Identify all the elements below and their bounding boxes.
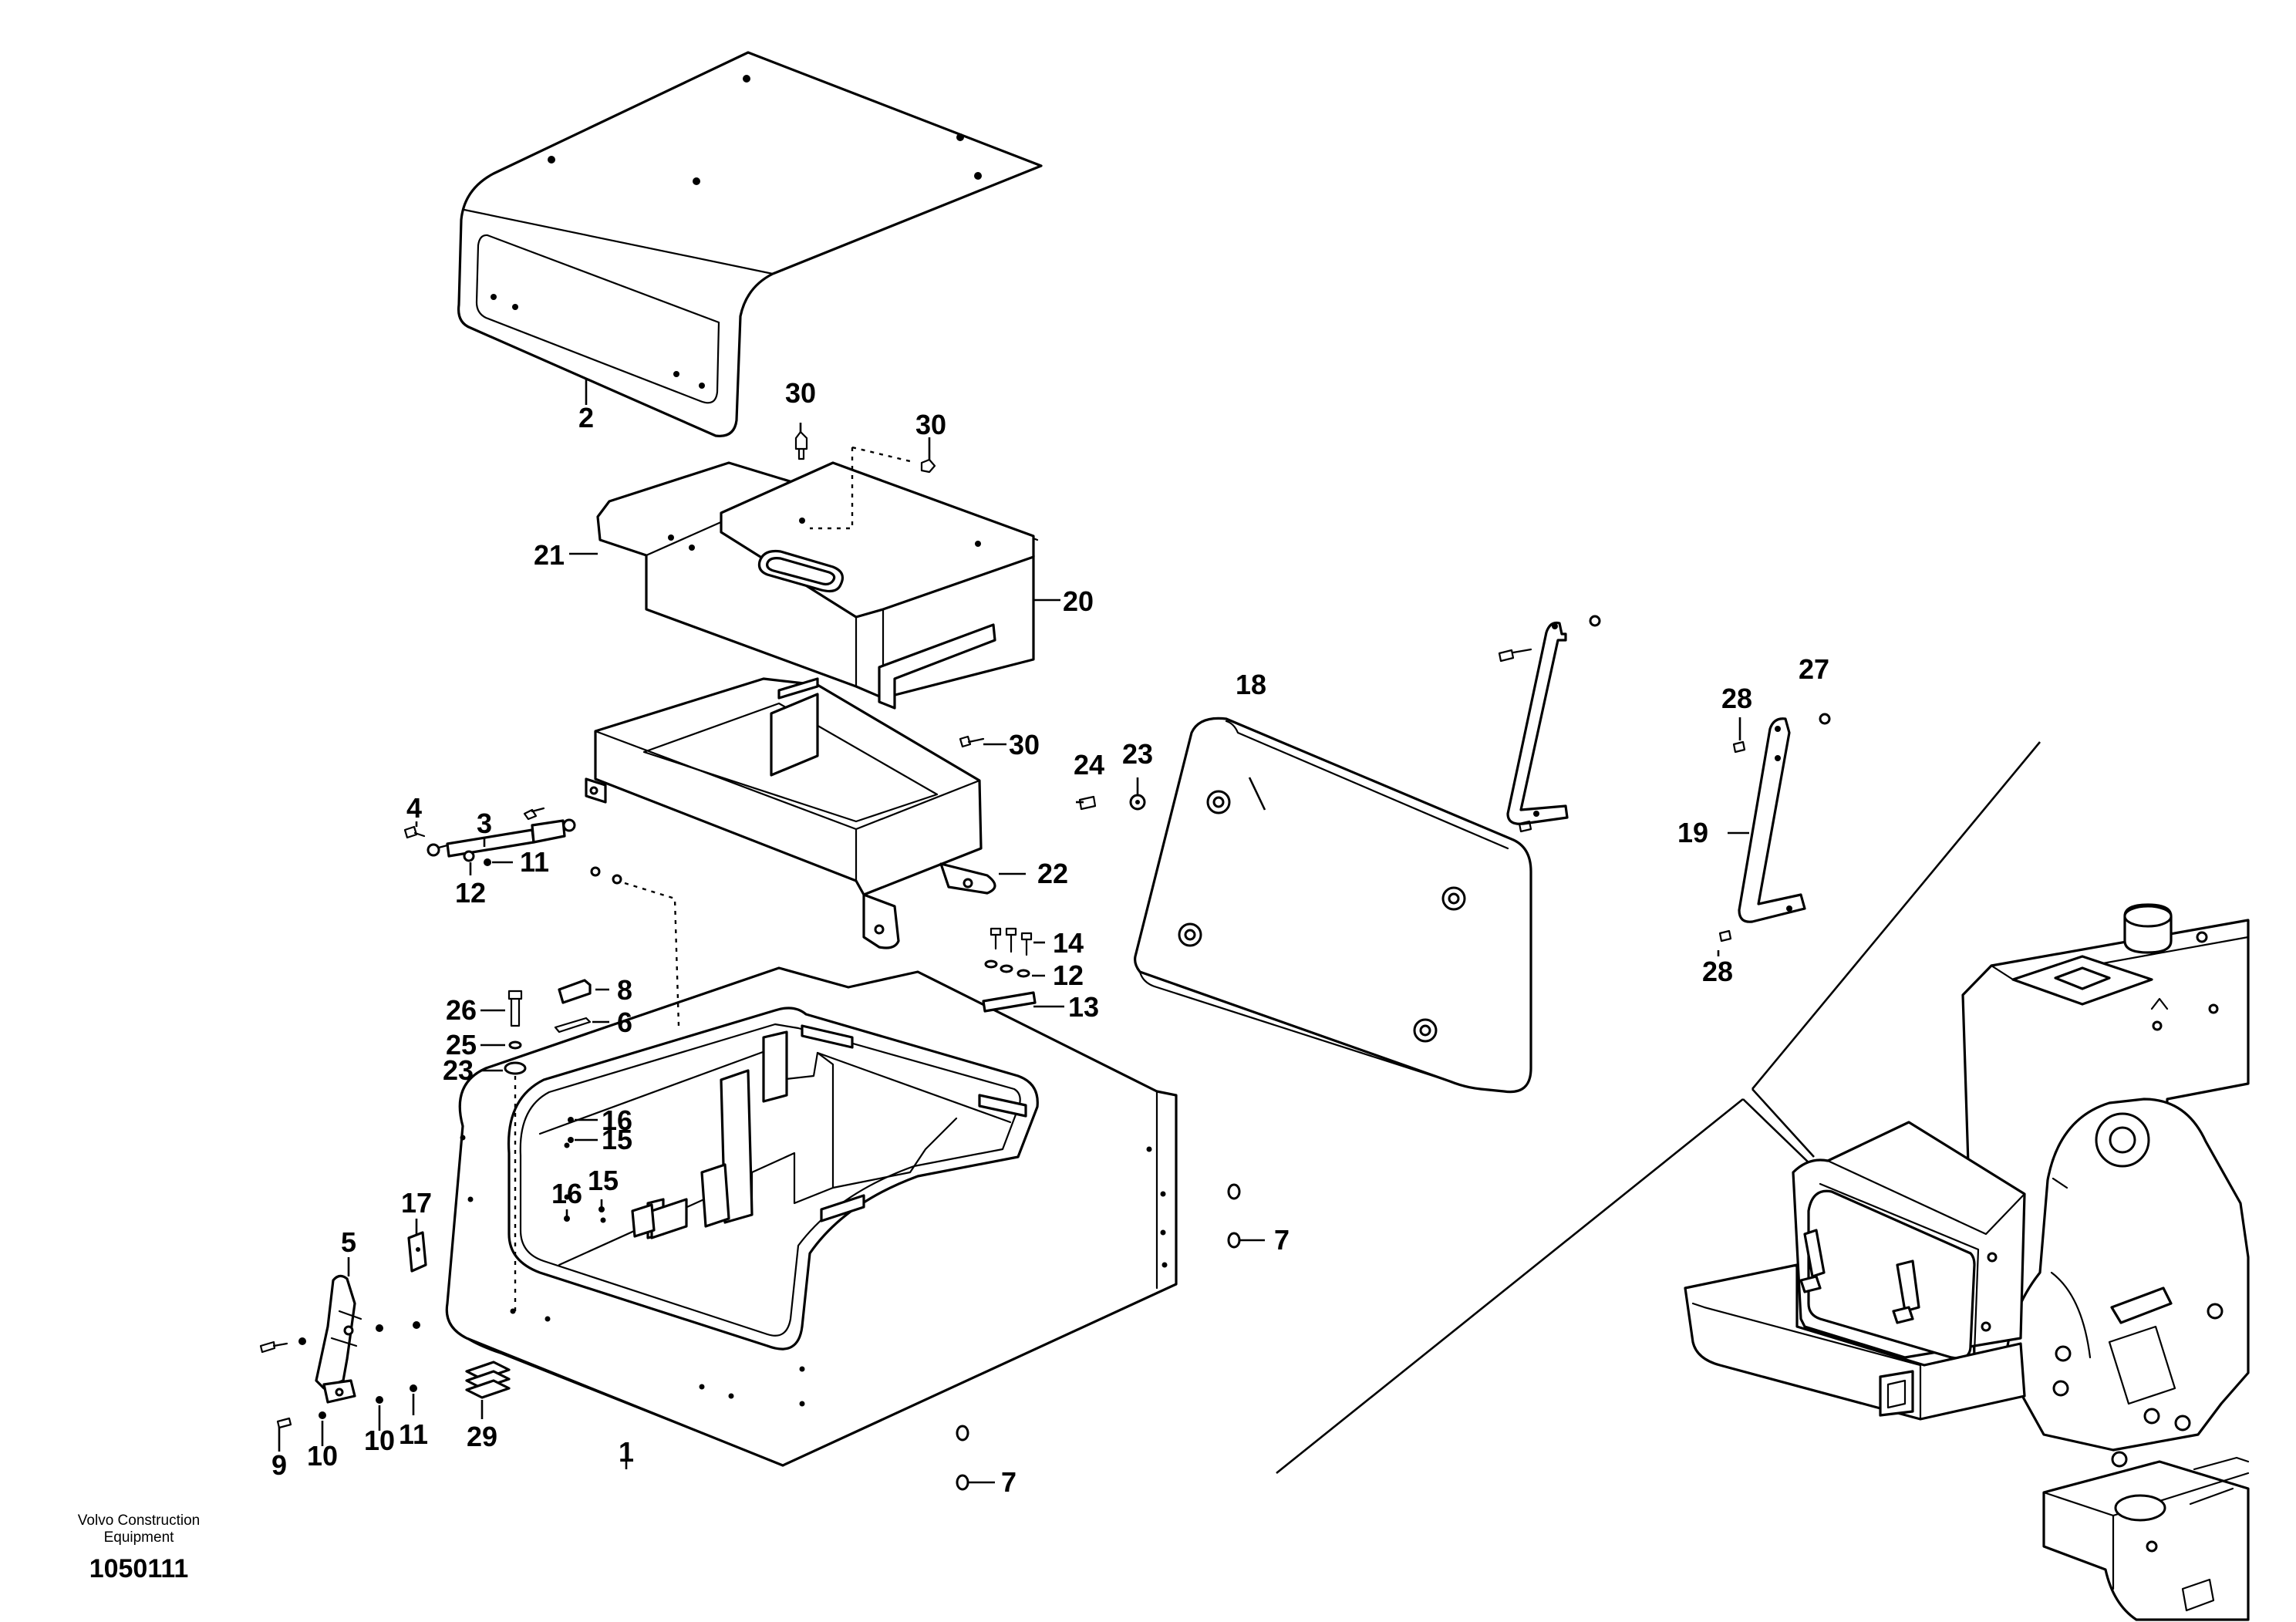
illustration-number: 1050111 [89, 1554, 189, 1583]
panel-bracket [1498, 615, 1601, 833]
callout-25: 25 [446, 1029, 477, 1061]
callout-10-b: 10 [364, 1425, 395, 1456]
leader-lines [278, 378, 1749, 1484]
callout-29: 29 [467, 1421, 497, 1452]
part-29-shims [465, 1361, 511, 1399]
callout-22: 22 [1037, 858, 1068, 889]
callout-11-b: 11 [399, 1418, 428, 1450]
part-2-top-cover [457, 51, 1043, 437]
callout-18: 18 [1236, 669, 1266, 700]
callout-12-b: 12 [1053, 959, 1084, 991]
callout-30-b: 30 [915, 409, 946, 440]
callout-4: 4 [406, 792, 422, 824]
callout-11-a: 11 [520, 846, 549, 878]
callout-2: 2 [578, 402, 594, 433]
part-5-latch [315, 1274, 362, 1404]
part-19-bracket [1738, 713, 1831, 923]
part-22-frame-bracket [585, 677, 996, 949]
callout-19: 19 [1677, 817, 1708, 848]
publisher-line-2: Equipment [104, 1529, 175, 1546]
callout-24: 24 [1074, 749, 1104, 781]
callout-23-a: 23 [1122, 738, 1153, 770]
callout-7-a: 7 [1274, 1224, 1290, 1256]
callout-9: 9 [271, 1449, 287, 1481]
callout-10-a: 10 [307, 1440, 338, 1472]
fasteners [259, 430, 1746, 1491]
callout-1: 1 [619, 1436, 634, 1468]
part-18-side-panel [1134, 717, 1532, 1094]
part-17-striker [407, 1231, 427, 1273]
publisher-block: Volvo Construction Equipment 1050111 [78, 1512, 200, 1583]
callout-15-b: 15 [588, 1165, 619, 1196]
callout-16-b: 16 [551, 1178, 582, 1209]
callout-3: 3 [477, 808, 492, 839]
callout-28-a: 28 [1721, 683, 1752, 714]
callout-23-b: 23 [443, 1054, 474, 1086]
callout-16-a: 16 [602, 1104, 632, 1136]
callout-26: 26 [446, 994, 477, 1026]
callout-5: 5 [341, 1226, 356, 1258]
callout-8: 8 [617, 974, 632, 1006]
callout-30-c: 30 [1009, 729, 1040, 760]
callout-14: 14 [1053, 927, 1084, 959]
callout-15-a: 15 [602, 1124, 632, 1155]
callout-17: 17 [401, 1187, 432, 1219]
publisher-line-1: Volvo Construction [78, 1512, 200, 1529]
part-1-main-box [445, 966, 1178, 1467]
callout-27: 27 [1799, 653, 1829, 685]
callout-labels: 2 30 30 21 20 30 22 4 3 11 12 24 23 18 2… [271, 377, 1829, 1498]
locator-inset [1276, 741, 2250, 1621]
callout-13: 13 [1068, 991, 1099, 1023]
part-20-21-upper-tray [596, 461, 1039, 710]
callout-12-a: 12 [455, 877, 486, 909]
callout-30-a: 30 [785, 377, 816, 409]
callout-21: 21 [534, 539, 565, 571]
part-3-gas-strut [426, 807, 576, 858]
callout-20: 20 [1063, 585, 1094, 617]
callout-6: 6 [617, 1007, 632, 1038]
part-8-6-clips [554, 979, 1037, 1034]
callout-28-b: 28 [1702, 956, 1733, 987]
callout-7-b: 7 [1001, 1466, 1017, 1498]
